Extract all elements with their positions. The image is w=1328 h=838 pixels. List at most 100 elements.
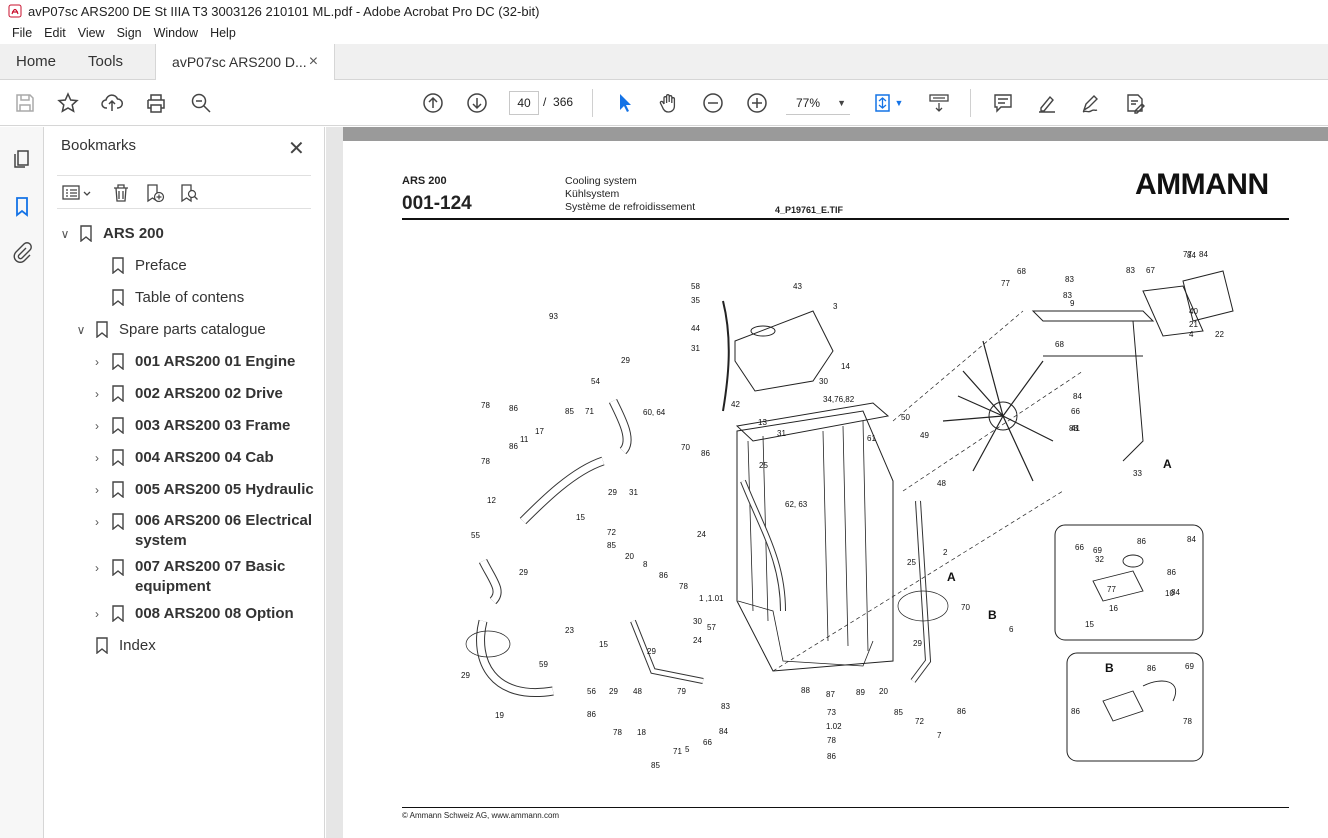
page-number-input[interactable]: 40 [509,91,539,115]
part-callout: 24 [693,636,702,645]
bookmark-item[interactable]: Table of contens [89,289,244,310]
part-callout: 66 [1071,407,1080,416]
bookmarks-title: Bookmarks [61,137,137,154]
footer-rule [402,807,1289,808]
tab-home[interactable]: Home [16,53,57,70]
fit-dropdown-icon[interactable]: ▼ [894,98,904,108]
bookmark-item[interactable]: ∨ARS 200 [57,225,164,246]
part-callout: 88 [1069,424,1078,433]
select-cursor-icon[interactable] [612,90,638,116]
bookmark-label: 003 ARS200 03 Frame [135,417,291,434]
close-tab-icon[interactable]: × [308,53,319,70]
bookmark-item[interactable]: ›004 ARS200 04 Cab [89,449,274,470]
part-callout: 66 [1075,543,1084,552]
part-callout: 84 [719,727,728,736]
bookmark-item[interactable]: Preface [89,257,187,278]
print-icon[interactable] [143,90,169,116]
part-callout: 57 [707,623,716,632]
fan-hub [988,401,1018,431]
bookmark-item[interactable]: ›001 ARS200 01 Engine [89,353,295,374]
upload-cloud-icon[interactable] [99,90,125,116]
bookmark-panel-icon[interactable] [10,194,34,218]
sign-pen-icon[interactable] [1078,90,1104,116]
bookmark-icon [111,257,135,278]
bookmark-item[interactable]: Index [73,637,156,658]
chevron-right-icon[interactable]: › [95,355,99,369]
part-callout: 59 [539,660,548,669]
page-down-icon[interactable] [464,90,490,116]
page-thumbnails-icon[interactable] [10,147,34,171]
part-callout: 10 [1165,589,1174,598]
part-callout: 1 ,1.01 [699,594,724,603]
bookmarks-toolbar [57,175,311,209]
highlight-pen-icon[interactable] [1034,90,1060,116]
part-callout: 88 [801,686,810,695]
part-callout: A [947,570,956,584]
tab-document[interactable]: avP07sc ARS200 D... × [155,44,336,80]
bookmark-item[interactable]: ›008 ARS200 08 Option [89,605,294,626]
part-callout: 66 [703,738,712,747]
hydraulic-motor [1182,270,1234,322]
zoom-out-icon[interactable] [700,90,726,116]
menu-view[interactable]: View [77,26,105,40]
part-callout: 25 [759,461,768,470]
star-icon[interactable] [55,90,81,116]
menu-help[interactable]: Help [210,26,236,40]
chevron-right-icon[interactable]: › [95,561,99,575]
part-callout: 23 [565,626,574,635]
edit-pdf-icon[interactable] [1122,90,1148,116]
part-callout: 72 [607,528,616,537]
part-callout: 22 [1215,330,1224,339]
chevron-right-icon[interactable]: › [95,483,99,497]
close-panel-icon[interactable]: ✕ [288,138,305,160]
menu-sign[interactable]: Sign [116,26,142,40]
save-icon[interactable] [12,90,38,116]
bookmark-item[interactable]: › 003 ARS200 03 Frame [89,417,290,438]
page-up-icon[interactable] [420,90,446,116]
chevron-right-icon[interactable]: › [95,515,99,529]
zoom-search-icon[interactable] [188,90,214,116]
bookmark-item[interactable]: ∨ Spare parts catalogue [73,321,266,342]
menu-window[interactable]: Window [153,26,199,40]
ammann-logo: AMMANN [1135,168,1269,201]
new-bookmark-icon[interactable] [143,181,167,205]
zoom-level-select[interactable]: 77%▼ [786,91,850,115]
menu-bar: File Edit View Sign Window Help [0,22,1328,44]
part-callout: 13 [758,418,767,427]
part-callout: 16 [1109,604,1118,613]
chevron-right-icon[interactable]: › [95,387,99,401]
fit-page-icon[interactable] [870,90,896,116]
hand-tool-icon[interactable] [656,90,682,116]
image-file-label: 4_P19761_E.TIF [775,205,844,215]
options-menu-icon[interactable] [59,181,95,205]
chevron-down-icon[interactable]: ∨ [60,227,70,241]
part-callout: 49 [920,431,929,440]
delete-bookmark-icon[interactable] [109,181,133,205]
page-code: 001-124 [402,193,472,214]
attachment-icon[interactable] [10,240,34,264]
scroll-mode-icon[interactable] [926,90,952,116]
find-bookmark-icon[interactable] [177,181,201,205]
chevron-down-icon[interactable]: ∨ [76,323,86,337]
zoom-in-icon[interactable] [744,90,770,116]
part-callout: 86 [659,571,668,580]
part-callout: 9 [1070,299,1075,308]
bookmark-label: 002 ARS200 02 Drive [135,385,283,402]
bookmark-label: Spare parts catalogue [119,321,266,338]
chevron-right-icon[interactable]: › [95,451,99,465]
chevron-right-icon[interactable]: › [95,419,99,433]
part-callout: 43 [793,282,802,291]
comment-icon[interactable] [990,90,1016,116]
part-callout: 2 [943,548,948,557]
tab-tools[interactable]: Tools [88,53,124,70]
part-callout: A [1163,457,1172,471]
title-bar: avP07sc ARS200 DE St IIIA T3 3003126 210… [0,0,1328,22]
bookmark-item[interactable]: ›005 ARS200 05 Hydraulic [89,481,314,502]
menu-file[interactable]: File [12,26,33,40]
bookmark-item[interactable]: › 002 ARS200 02 Drive [89,385,283,406]
menu-edit[interactable]: Edit [44,26,66,40]
title-french: Système de refroidissement [565,201,696,213]
chevron-right-icon[interactable]: › [95,607,99,621]
